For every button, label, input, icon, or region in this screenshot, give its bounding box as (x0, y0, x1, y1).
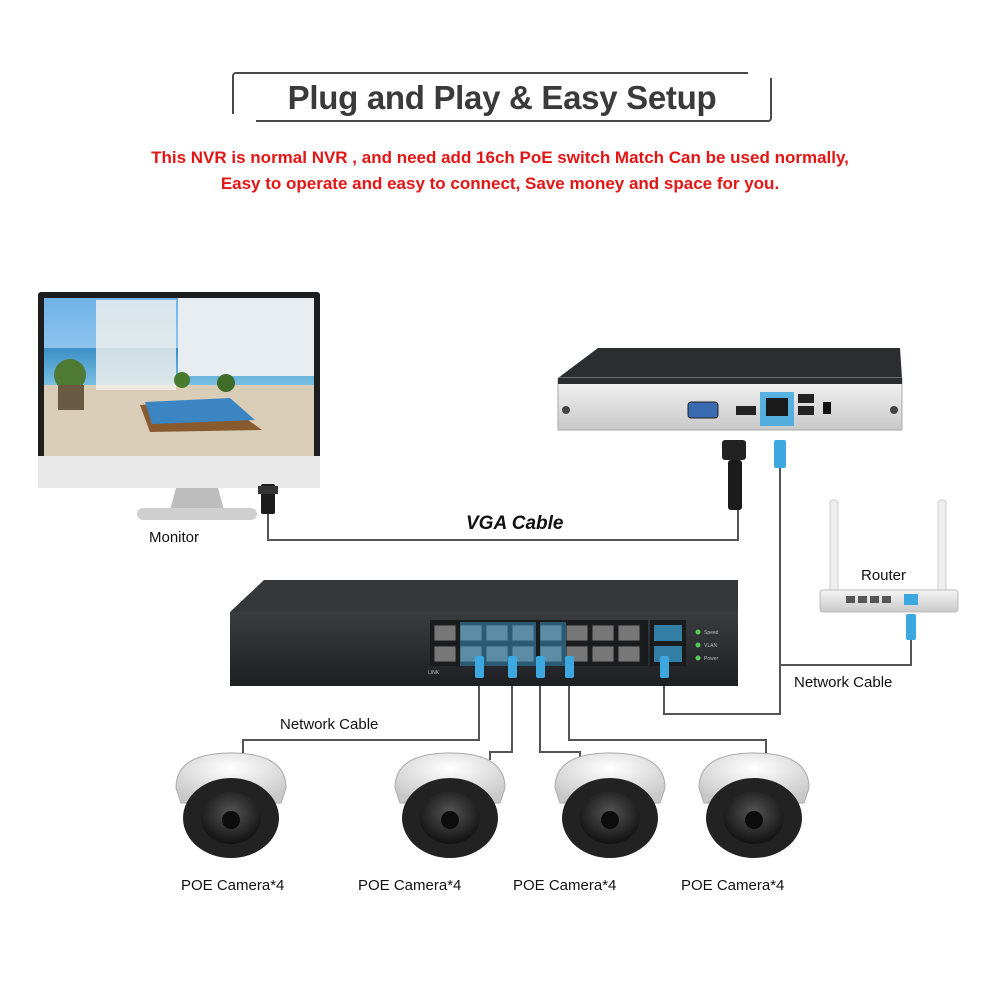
subtitle-line-2: Easy to operate and easy to connect, Sav… (220, 174, 780, 193)
monitor-label: Monitor (149, 529, 200, 546)
switch-speed-label: Speed (704, 630, 719, 636)
camera-1-cable (242, 676, 480, 754)
vga-plug-monitor-icon (258, 484, 278, 514)
vga-cable-line (267, 508, 739, 541)
switch-vlan-label: VLAN (704, 643, 717, 649)
cables (242, 468, 912, 760)
switch-ports (433, 624, 641, 663)
dome-camera-2-icon (394, 752, 506, 858)
router-icon (819, 499, 959, 613)
title-frame (226, 70, 778, 122)
rj45-plug-nvr-icon (774, 440, 786, 468)
camera-1-label: POE Camera*4 (181, 877, 285, 894)
camera-2-label: POE Camera*4 (358, 877, 462, 894)
monitor-icon (38, 292, 320, 520)
page-title: Plug and Play & Easy Setup (287, 79, 717, 116)
nvr-icon (557, 348, 903, 431)
camera-4-label: POE Camera*4 (681, 877, 785, 894)
dome-camera-3-icon (554, 752, 666, 858)
dome-camera-1-icon (175, 752, 287, 858)
dome-camera-4-icon (698, 752, 810, 858)
switch-power-label: Power (704, 656, 719, 662)
network-cable-label-left: Network Cable (280, 716, 379, 733)
rj45-plug-router-icon (906, 614, 916, 640)
switch-link-label: LINK (428, 670, 440, 676)
vga-plug-nvr-icon (722, 440, 746, 510)
subtitle-line-1: This NVR is normal NVR , and need add 16… (151, 148, 849, 167)
router-label: Router (861, 567, 907, 584)
rj45-plugs-switch-icon (475, 656, 669, 678)
camera-4-cable (568, 676, 767, 754)
camera-2-cable (489, 676, 513, 760)
camera-3-label: POE Camera*4 (513, 877, 617, 894)
vga-cable-label: VGA Cable (466, 513, 564, 534)
nvr-to-switch-cable (663, 468, 781, 715)
router-to-switch-cable (780, 640, 912, 666)
camera-3-cable (539, 676, 581, 760)
network-cable-label-right: Network Cable (794, 674, 893, 691)
